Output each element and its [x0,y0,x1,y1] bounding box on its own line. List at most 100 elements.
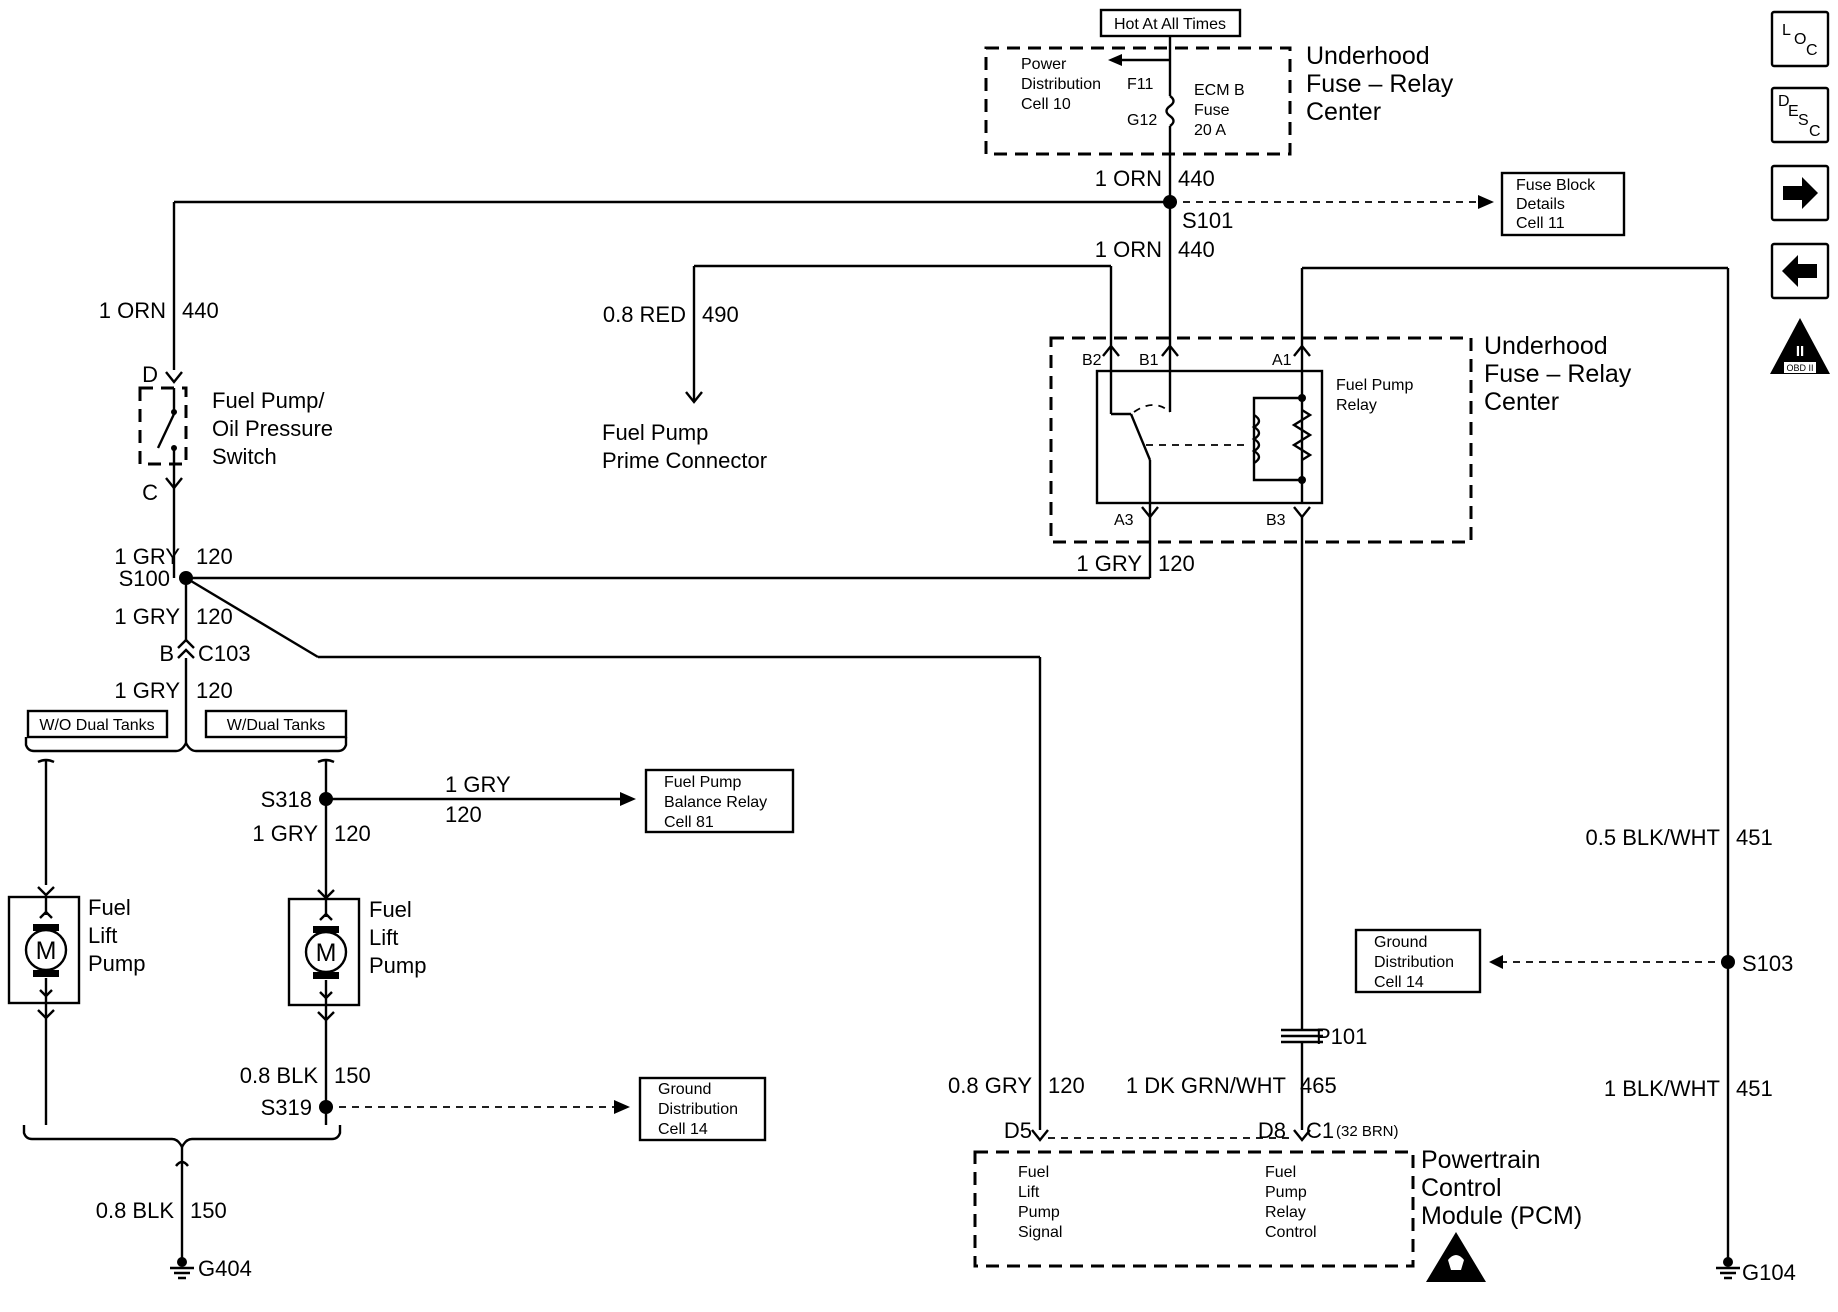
left-pump-label-1: Fuel [88,895,131,920]
right-pump-label-3: Pump [369,953,426,978]
wire-gry-d5-circuit: 120 [1048,1073,1085,1098]
top-fuse-block-outline [984,46,1292,156]
switch-pin-d: D [142,362,158,387]
relay-center-title-3: Center [1484,388,1559,416]
switch-label-3: Switch [212,444,277,469]
option-with-label: W/Dual Tanks [227,717,325,734]
wire-blkwht-bot-gauge: 1 BLK/WHT [1604,1076,1720,1101]
desc-icon-d: D [1778,93,1790,110]
desc-icon-e: E [1788,103,1799,120]
fuel-lift-pump-left: M Fuel Lift Pump [7,758,145,1125]
relay-pin-b3: B3 [1266,512,1286,529]
fuse-block-details-box [1500,171,1626,237]
wire-gry-s100-bot-circuit: 120 [196,604,233,629]
next-arrow-icon[interactable] [1770,164,1830,222]
fuse-block-ref-arrow-icon [1478,195,1494,209]
wire-orn-top-circuit: 440 [1178,166,1215,191]
wire-grn-d8-circuit: 465 [1300,1073,1337,1098]
ground-left-ref-line-3: Cell 14 [658,1121,708,1138]
pcm-signal-line-3: Pump [1018,1204,1060,1221]
gry-120-bus: S100 1 GRY 120 1 GRY 120 1 GRY 120 B C10… [114,544,1195,1130]
wire-grn-d8-gauge: 1 DK GRN/WHT [1126,1073,1286,1098]
pcm-relay-ctrl-line-2: Pump [1265,1184,1307,1201]
relay-pin-a1: A1 [1272,352,1292,369]
obd-ii-roman: II [1796,343,1804,360]
desc-icon-s: S [1798,112,1809,129]
fuel-pump-prime-connector: 0.8 RED 490 Fuel Pump Prime Connector [602,264,1113,473]
prime-connector-icon [685,391,703,404]
relay-center-outline [1049,336,1473,544]
previous-arrow-icon[interactable] [1770,242,1830,300]
orn-440-feed: S101 1 ORN 440 1 ORN 440 1 ORN 440 Fuse … [99,154,1626,370]
powertrain-control-module: D5 D8 C1 (32 BRN) Fuel Lift Pump Signal … [973,1118,1582,1282]
fuse-block-ref-line-3: Cell 11 [1516,215,1565,232]
wire-gry-s100-top-gauge: 1 GRY [114,544,180,569]
loc-icon-c: C [1806,42,1818,59]
loc-icon[interactable]: L O C [1770,10,1830,68]
switch-label-2: Oil Pressure [212,416,333,441]
option-with-dual-tanks [204,709,348,739]
power-distribution-line-1: Power [1021,56,1067,73]
pcm-signal-line-1: Fuel [1018,1164,1049,1181]
top-fuse-center-title-3: Center [1306,98,1381,126]
fuel-lift-pump-right: S318 1 GRY 120 Fuel Pump Balance Relay C… [240,758,795,1142]
switch-pin-c: C [142,480,158,505]
switch-outline [138,386,188,466]
connector-c103-label: C103 [198,641,251,666]
ground-left-ref-arrow-icon [614,1100,630,1114]
wire-orn-left-circuit: 440 [182,298,219,323]
prime-connector-label-2: Prime Connector [602,448,767,473]
wire-blkwht-bot-circuit: 451 [1736,1076,1773,1101]
ground-g104-label: G104 [1742,1260,1796,1285]
switch-contact-icon [156,413,176,449]
fuel-pump-oil-pressure-switch: D Fuel Pump/ Oil Pressure Switch C [138,362,333,578]
loc-icon-o: O [1794,31,1806,48]
relay-label-2: Relay [1336,397,1377,414]
ground-right-ref-line-1: Ground [1374,934,1427,951]
ground-right-ref-line-2: Distribution [1374,954,1454,971]
splice-s103-label: S103 [1742,951,1793,976]
relay-pin-b1: B1 [1139,352,1159,369]
balance-relay-arrow-icon [620,792,636,806]
obd-ii-icon[interactable]: II OBD II [1770,318,1830,374]
left-pump-label-3: Pump [88,951,145,976]
relay-center-title-2: Fuse – Relay [1484,360,1632,388]
pcm-title-1: Powertrain [1421,1146,1541,1174]
wire-gry-s318-circuit: 120 [334,821,371,846]
relay-pin-a3: A3 [1114,512,1134,529]
option-without-label: W/O Dual Tanks [39,717,154,734]
ground-distribution-right-box [1354,928,1482,994]
splice-s318-label: S318 [261,787,312,812]
balance-relay-ref-line-3: Cell 81 [664,814,714,831]
hot-at-all-times-label: Hot At All Times [1114,16,1226,33]
wire-blkwht-top-gauge: 0.5 BLK/WHT [1586,825,1720,850]
balance-relay-ref-line-1: Fuel Pump [664,774,741,791]
balance-relay-ref-box [644,768,795,834]
fuse-block-ref-line-2: Details [1516,196,1565,213]
pcm-connector: C1 [1306,1118,1334,1143]
pcm-relay-ctrl-line-4: Control [1265,1224,1317,1241]
power-distribution-arrow-icon [1108,54,1122,66]
wire-red-gauge: 0.8 RED [603,302,686,327]
wire-gry-c103-circuit: 120 [196,678,233,703]
connector-c103-icon [177,638,195,659]
fuse-pin-f11: F11 [1127,76,1153,93]
obd-ii-label: OBD II [1786,363,1813,373]
top-fuse-center-title-2: Fuse – Relay [1306,70,1454,98]
pcm-signal-line-2: Lift [1018,1184,1040,1201]
right-pump-label-1: Fuel [369,897,412,922]
ground-left-ref-line-1: Ground [658,1081,711,1098]
right-pump-label-2: Lift [369,925,398,950]
balance-relay-ref-line-2: Balance Relay [664,794,767,811]
wire-orn-top-gauge: 1 ORN [1095,166,1162,191]
relay-label-1: Fuel Pump [1336,377,1413,394]
pcm-outline [973,1150,1415,1268]
wire-gry-s100-bot-gauge: 1 GRY [114,604,180,629]
underhood-relay-center: B2 B1 A1 Fuel Pump Relay A3 B3 Underhood… [1049,268,1632,560]
desc-icon[interactable]: D E S C [1770,86,1830,144]
left-pump-label-2: Lift [88,923,117,948]
wire-blk-s319-circuit: 150 [334,1063,371,1088]
wire-gry-a3-gauge: 1 GRY [1076,551,1142,576]
wire-gry-balance-gauge: 1 GRY [445,772,511,797]
